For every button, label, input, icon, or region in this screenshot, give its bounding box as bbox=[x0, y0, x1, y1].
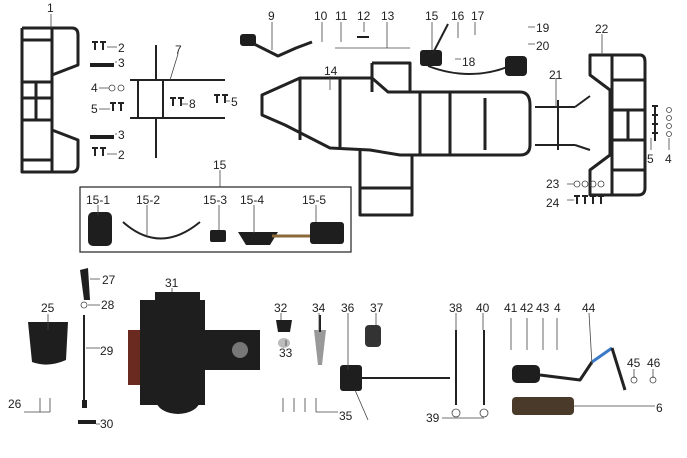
part-label: 3 bbox=[118, 56, 125, 70]
part-label: 37 bbox=[370, 301, 384, 315]
part-label: 15-1 bbox=[86, 193, 110, 207]
leader-lines bbox=[24, 14, 670, 425]
part-label: 12 bbox=[357, 9, 371, 23]
part-label: 21 bbox=[549, 68, 563, 82]
part-label: 30 bbox=[100, 417, 114, 431]
part-label: 44 bbox=[582, 301, 596, 315]
part-label: 19 bbox=[536, 21, 550, 35]
small-parts-top bbox=[335, 36, 410, 49]
part-label: 45 bbox=[627, 356, 641, 370]
studs bbox=[451, 330, 489, 418]
part-label: 20 bbox=[536, 39, 550, 53]
part-label: 35 bbox=[339, 409, 353, 423]
part-label: 39 bbox=[426, 411, 440, 425]
part-label: 4 bbox=[665, 152, 672, 166]
part-label: 18 bbox=[462, 55, 476, 69]
part-label: 7 bbox=[175, 43, 182, 57]
part-label: 15 bbox=[213, 158, 227, 172]
part-label: 26 bbox=[8, 397, 22, 411]
front-rack bbox=[20, 26, 80, 174]
part-label: 38 bbox=[449, 301, 463, 315]
part-label: 1 bbox=[47, 1, 54, 15]
part-label: 28 bbox=[101, 298, 115, 312]
main-frame bbox=[260, 61, 532, 217]
part-label: 41 bbox=[504, 301, 518, 315]
part-label: 46 bbox=[647, 356, 661, 370]
fasteners-left bbox=[90, 41, 228, 156]
part-label: 42 bbox=[520, 301, 534, 315]
shift-lever bbox=[78, 268, 96, 424]
part-label: 5 bbox=[91, 102, 98, 116]
part-label: 4 bbox=[554, 301, 561, 315]
front-bracket bbox=[130, 45, 225, 158]
part-label: 34 bbox=[312, 301, 326, 315]
exhaust bbox=[510, 318, 657, 391]
part-label: 6 bbox=[656, 401, 663, 415]
part-label: 22 bbox=[595, 22, 609, 36]
intake-parts bbox=[276, 315, 450, 421]
part-number-labels: 1 2 3 4 5 8 5 7 3 2 9 10 11 12 13 15 16 … bbox=[8, 1, 672, 431]
part-label: 40 bbox=[476, 301, 490, 315]
part-label: 2 bbox=[118, 41, 125, 55]
part-label: 16 bbox=[451, 9, 465, 23]
part-label: 11 bbox=[335, 9, 348, 23]
part-label: 29 bbox=[100, 344, 114, 358]
part-label: 4 bbox=[91, 81, 98, 95]
part-label: 15-2 bbox=[136, 193, 160, 207]
engine-cover bbox=[28, 322, 68, 412]
part-label: 15-3 bbox=[203, 193, 227, 207]
part-label: 31 bbox=[165, 276, 179, 290]
part-label: 43 bbox=[536, 301, 550, 315]
part-label: 36 bbox=[341, 301, 355, 315]
chain bbox=[512, 397, 574, 415]
part-label: 15-4 bbox=[240, 193, 264, 207]
part-label: 27 bbox=[102, 273, 116, 287]
part-label: 3 bbox=[118, 128, 125, 142]
brake-pedal bbox=[240, 34, 313, 58]
part-label: 17 bbox=[471, 9, 485, 23]
part-label: 10 bbox=[314, 9, 328, 23]
part-label: 9 bbox=[268, 9, 275, 23]
engine bbox=[128, 292, 260, 414]
part-label: 23 bbox=[546, 177, 560, 191]
rear-brake-assembly bbox=[420, 23, 527, 76]
part-label: 25 bbox=[41, 301, 55, 315]
part-label: 5 bbox=[647, 152, 654, 166]
part-label: 32 bbox=[274, 301, 288, 315]
part-label: 15-5 bbox=[302, 193, 326, 207]
rear-rack bbox=[588, 53, 647, 197]
rear-bracket bbox=[535, 95, 591, 151]
brake-kit-box bbox=[79, 186, 352, 253]
part-label: 33 bbox=[279, 346, 293, 360]
part-label: 8 bbox=[189, 97, 196, 111]
part-label: 13 bbox=[381, 9, 395, 23]
part-label: 24 bbox=[546, 196, 560, 210]
part-label: 15 bbox=[425, 9, 439, 23]
part-label: 2 bbox=[118, 148, 125, 162]
part-label: 5 bbox=[231, 95, 238, 109]
part-label: 14 bbox=[324, 64, 338, 78]
